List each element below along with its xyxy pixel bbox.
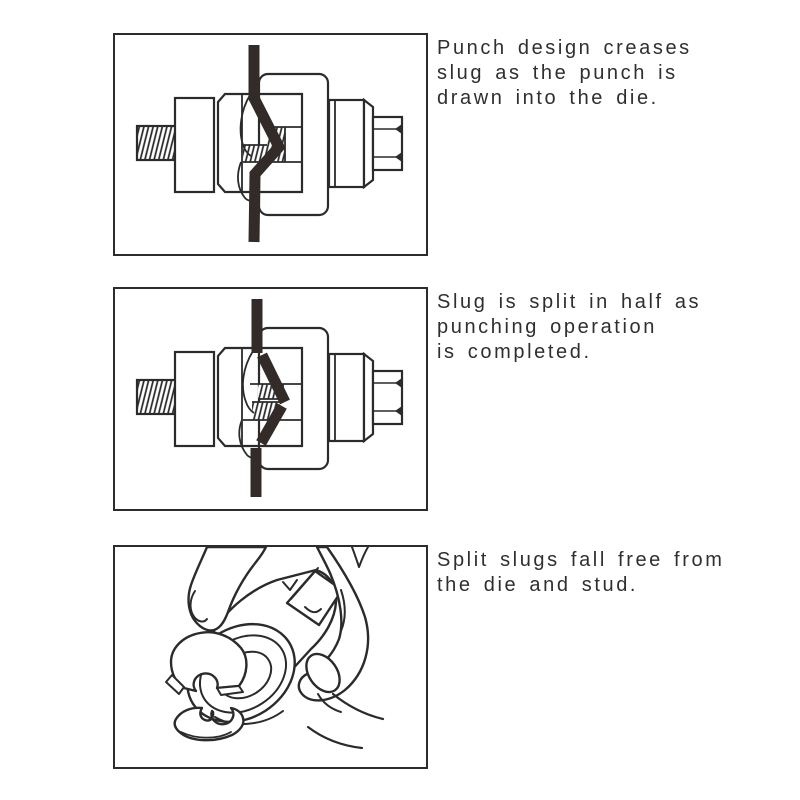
stud-thread-in-bore: [243, 145, 267, 162]
finger-fork-line: [351, 547, 369, 568]
index-finger: [297, 547, 370, 702]
split-slugs-fall-free-illustration: [165, 547, 385, 750]
slug-edge-face: [165, 674, 185, 695]
caption-step-1: Punch design creases slug as the punch i…: [437, 37, 692, 109]
split-slug-lower: [173, 706, 245, 742]
thumb: [187, 547, 268, 632]
die-bottom-lip: [214, 710, 284, 725]
split-slug-upper: [169, 631, 248, 693]
caption-step-2: Slug is split in half as punching operat…: [437, 291, 702, 363]
curled-finger-edge: [306, 725, 364, 750]
sheet-metal-slug: [248, 45, 286, 243]
thread-tick: [282, 579, 298, 591]
finger-crease: [340, 589, 346, 632]
punch-creasing-slug-illustration: [135, 45, 404, 243]
panel-step-3: [113, 545, 428, 769]
slug-cut-face: [216, 685, 244, 696]
panel-step-2: [113, 287, 428, 511]
thumbnail: [189, 590, 208, 623]
split-slug-half-lower: [256, 403, 287, 446]
crease-curve: [242, 350, 255, 414]
crease-curve: [239, 94, 252, 157]
caption-step-3: Split slugs fall free from the die and s…: [437, 549, 725, 596]
slug-split-in-half-illustration: [135, 299, 404, 497]
split-slug-half-upper: [257, 352, 290, 405]
finger-gap-line: [317, 693, 342, 713]
slug-thickness-line: [180, 731, 232, 739]
fingertip: [305, 652, 341, 694]
hand-edge: [331, 692, 385, 721]
panel-step-1: [113, 33, 428, 256]
